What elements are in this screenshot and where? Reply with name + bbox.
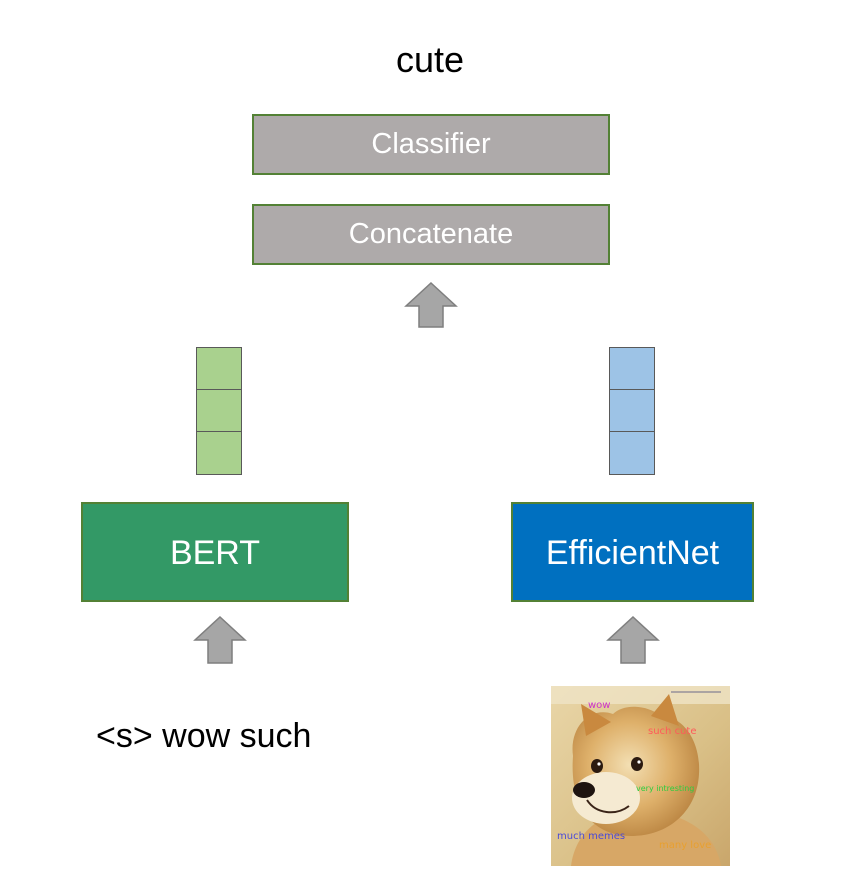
up-arrow-icon [606, 616, 660, 664]
vector-cell [609, 347, 655, 390]
meme-caption: very intresting [636, 784, 695, 793]
up-arrow-icon [404, 282, 458, 328]
meme-caption: wow [588, 700, 611, 711]
efficientnet-box: EfficientNet [511, 502, 754, 602]
vector-cell [196, 432, 242, 475]
meme-caption: much memes [557, 831, 626, 842]
doge-illustration [551, 686, 730, 866]
image-embedding-vector [609, 347, 655, 475]
doge-meme-image: wow such cute very intresting much memes… [551, 686, 730, 866]
text-input-label: <s> wow such [96, 717, 312, 755]
vector-cell [196, 347, 242, 390]
text-embedding-vector [196, 347, 242, 475]
efficientnet-label: EfficientNet [545, 534, 720, 572]
vector-cell [609, 432, 655, 475]
vector-cell [609, 389, 655, 433]
meme-caption: many love [659, 840, 712, 851]
bert-box: BERT [81, 502, 349, 602]
classifier-label: Classifier [371, 128, 491, 160]
meme-caption: such cute [648, 726, 697, 737]
up-arrow-icon [193, 616, 247, 664]
bert-label: BERT [169, 534, 261, 572]
classifier-box: Classifier [252, 114, 610, 175]
output-label: cute [395, 39, 465, 80]
concatenate-box: Concatenate [252, 204, 610, 265]
concatenate-label: Concatenate [348, 218, 514, 250]
vector-cell [196, 389, 242, 433]
